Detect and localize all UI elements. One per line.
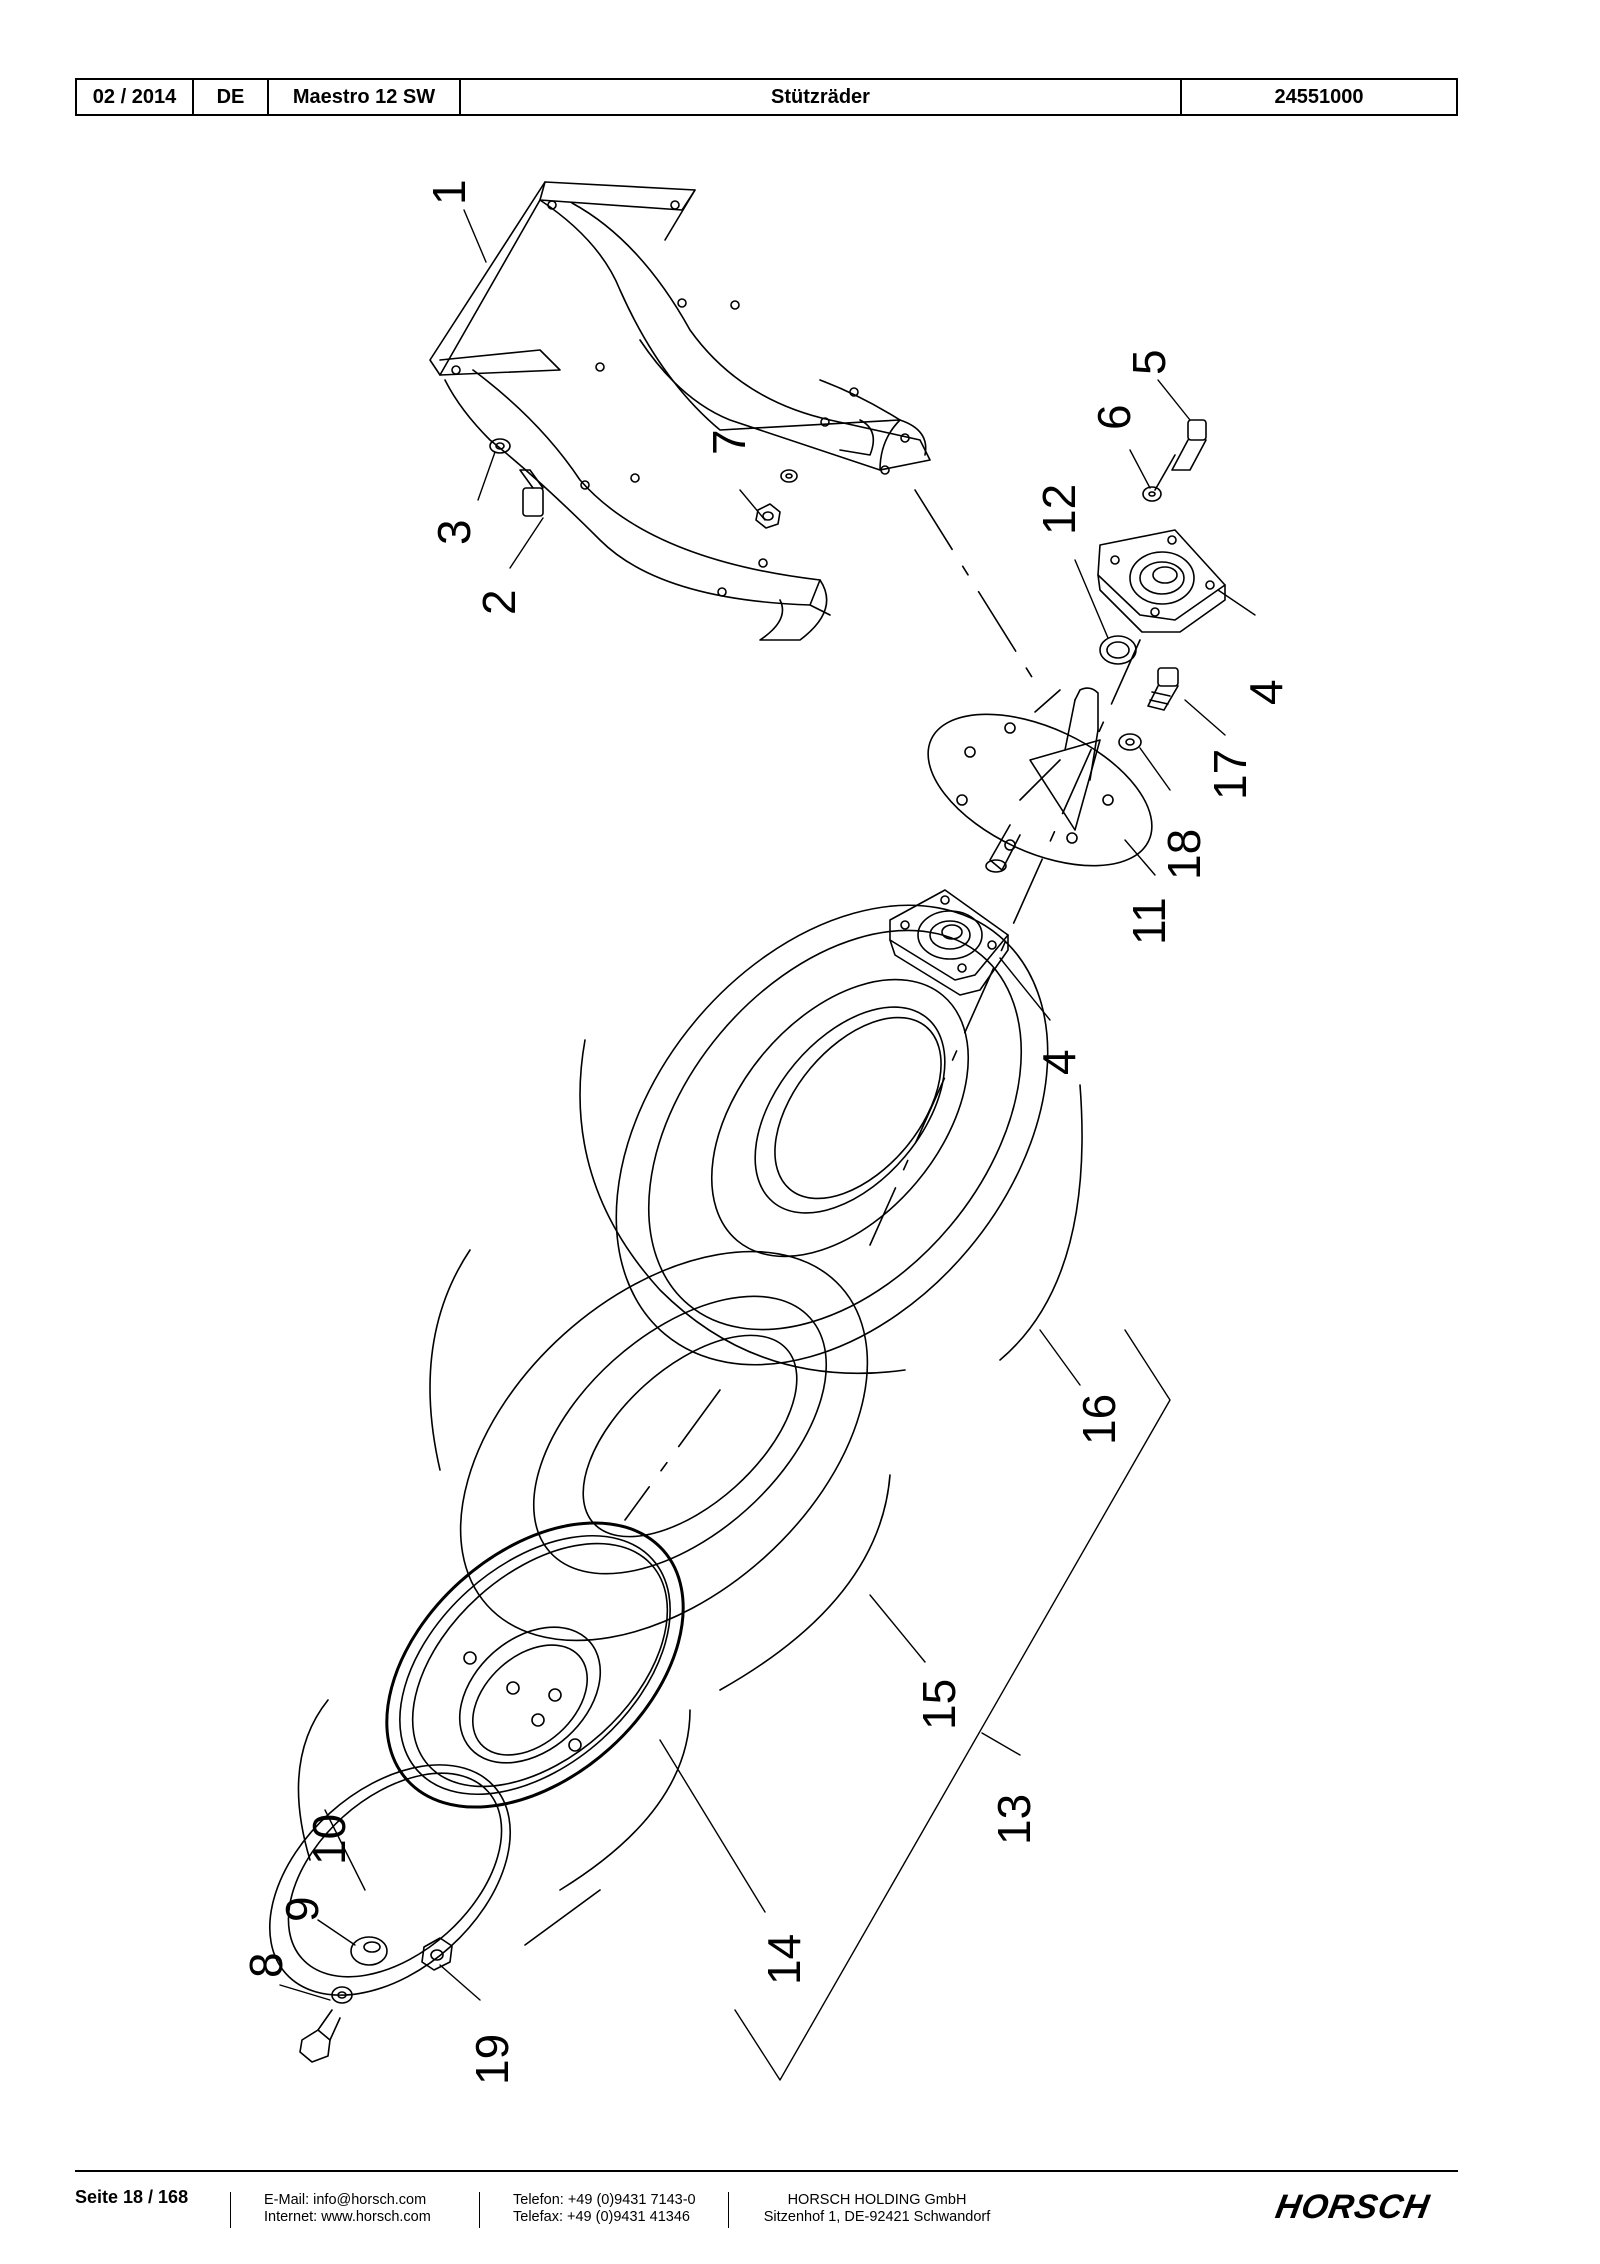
callout-2: 2	[473, 589, 525, 615]
callout-8: 8	[240, 1952, 292, 1978]
washer-part-9	[331, 1986, 353, 2004]
leader-lines	[279, 209, 1256, 2081]
footer-separator	[479, 2192, 480, 2228]
header-language: DE	[194, 80, 269, 114]
cap-part-10	[350, 1936, 388, 1966]
callout-17: 17	[1204, 749, 1256, 800]
header-date: 02 / 2014	[77, 80, 194, 114]
callout-14: 14	[758, 1934, 810, 1985]
tyre-part-16	[579, 904, 1083, 1375]
callout-18: 18	[1158, 829, 1210, 880]
footer-company: HORSCH HOLDING GmbH	[787, 2192, 967, 2208]
callout-11: 11	[1123, 897, 1175, 945]
bearing-flange-upper-part-4	[1097, 529, 1226, 633]
washer-part-3	[489, 438, 511, 454]
footer-website: Internet: www.horsch.com	[264, 2209, 431, 2225]
bolt-part-17	[1147, 667, 1179, 711]
bolt-part-8	[299, 2009, 341, 2063]
callout-4-lower: 4	[1033, 1049, 1085, 1075]
bolt-part-5	[1171, 419, 1207, 471]
header-title: Stützräder	[461, 80, 1182, 114]
horsch-logo: HORSCH	[1272, 2188, 1433, 2226]
washer-part-18	[1118, 733, 1142, 751]
page-number: Seite 18 / 168	[75, 2187, 189, 2207]
footer-separator	[728, 2192, 729, 2228]
footer-rule	[75, 2170, 1458, 2172]
nut-part-19	[421, 1937, 453, 1971]
callout-15: 15	[913, 1679, 965, 1730]
callout-4-upper: 4	[1240, 679, 1292, 705]
footer-address: Sitzenhof 1, DE-92421 Schwandorf	[763, 2209, 991, 2225]
footer-separator	[230, 2192, 231, 2228]
callout-7: 7	[703, 429, 755, 455]
footer-contact-phone: Telefon: +49 (0)9431 7143-0 Telefax: +49…	[513, 2192, 696, 2226]
bolt-part-2	[519, 469, 544, 517]
header-table: 02 / 2014 DE Maestro 12 SW Stützräder 24…	[75, 78, 1458, 116]
footer-fax: Telefax: +49 (0)9431 41346	[513, 2209, 690, 2225]
header-part-number: 24551000	[1274, 85, 1364, 108]
washer-part-6	[1142, 486, 1162, 502]
header-model: Maestro 12 SW	[269, 80, 461, 114]
callout-13: 13	[988, 1794, 1040, 1845]
wheel-hub-part-11	[927, 687, 1153, 873]
footer-email: E-Mail: info@horsch.com	[264, 2192, 427, 2208]
callout-16: 16	[1073, 1394, 1125, 1445]
callout-12: 12	[1033, 484, 1085, 535]
callout-3: 3	[428, 519, 480, 545]
nut-part-7	[755, 469, 798, 529]
footer-contact-online: E-Mail: info@horsch.com Internet: www.ho…	[264, 2192, 431, 2226]
bearing-flange-lower-part-4	[889, 889, 1009, 996]
assembly-axis-lines-small	[1034, 454, 1176, 713]
callout-6: 6	[1088, 404, 1140, 430]
assembly-axis-lines	[624, 489, 1141, 1521]
callout-1: 1	[423, 179, 475, 205]
wheel-rim-part-14	[268, 1521, 691, 1996]
callout-10: 10	[303, 1814, 355, 1865]
callout-5: 5	[1123, 349, 1175, 375]
footer-company-block: HORSCH HOLDING GmbH Sitzenhof 1, DE-9242…	[762, 2192, 992, 2226]
fork-frame-part	[429, 181, 931, 641]
footer-phone: Telefon: +49 (0)9431 7143-0	[513, 2192, 696, 2208]
callout-numbers: 1 2 3 7 5 6 12 4 17 18 11 4 16 15 13 14 …	[240, 179, 1292, 2085]
callout-19: 19	[466, 2034, 518, 2085]
inner-tube-part-15	[429, 1249, 891, 1691]
callout-9: 9	[276, 1896, 328, 1922]
